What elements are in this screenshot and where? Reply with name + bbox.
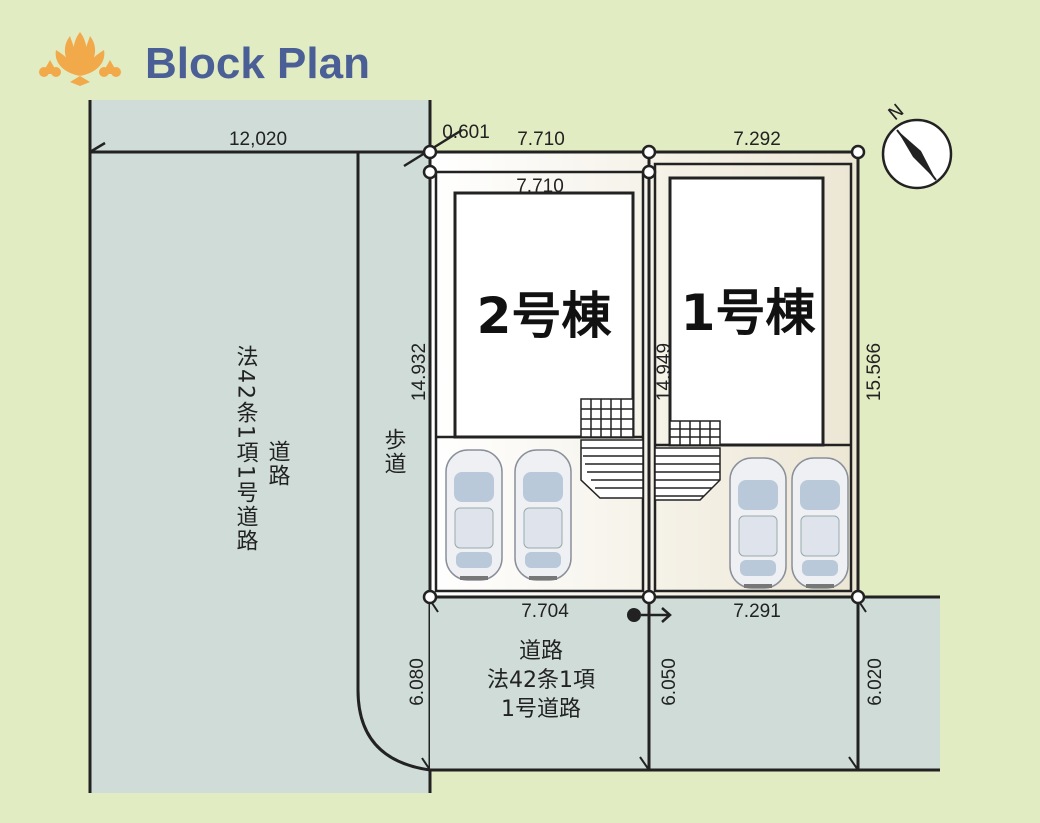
dim-mid-depth: 14.949 <box>654 343 675 401</box>
building-2-label: 2号棟 <box>477 287 613 345</box>
dim-left-road-width: 12,020 <box>229 129 287 150</box>
building-1 <box>668 176 825 447</box>
left-road-label-2: 道路 <box>265 440 291 488</box>
sidewalk-label: 歩道 <box>381 428 407 476</box>
dim-road-width-right: 6.020 <box>865 658 886 706</box>
building-1-label: 1号棟 <box>681 284 817 342</box>
dim-top-lot1: 7.292 <box>733 129 781 150</box>
dim-bottom-lot1: 7.291 <box>733 601 781 622</box>
dim-right-depth: 15.566 <box>864 343 885 401</box>
bottom-road-label-3: 1号道路 <box>501 697 581 722</box>
car-icon <box>514 449 572 581</box>
page-title: Block Plan <box>145 39 370 88</box>
entrance-grid-2 <box>580 398 634 438</box>
dim-inner-top-lot2: 7.710 <box>516 176 564 197</box>
left-road <box>90 100 430 793</box>
bottom-road-label-1: 道路 <box>519 639 563 664</box>
car-icon <box>445 449 503 581</box>
bottom-road <box>430 597 940 770</box>
dim-road-width-left: 6.080 <box>407 658 428 706</box>
entrance-arrow-icon <box>627 607 672 623</box>
left-road-label: 法42条1項1号道路 <box>233 345 259 553</box>
dim-road-width-mid: 6.050 <box>659 658 680 706</box>
building-2 <box>453 191 635 439</box>
car-icon <box>729 457 787 589</box>
car-icon <box>791 457 849 589</box>
stairs-1 <box>654 447 721 501</box>
bottom-road-label-2: 法42条1項 <box>487 668 595 693</box>
dim-bottom-lot2: 7.704 <box>521 601 569 622</box>
dim-left-depth: 14.932 <box>409 343 430 401</box>
lotus-icon <box>39 32 121 86</box>
dim-corner-cut: 0.601 <box>442 122 490 143</box>
dim-top-lot2: 7.710 <box>517 129 565 150</box>
entrance-grid-1 <box>669 420 721 446</box>
north-compass-icon: N <box>881 100 953 190</box>
sidewalk-line <box>356 152 431 772</box>
stairs-2 <box>580 439 644 499</box>
boundary-markers <box>422 144 866 605</box>
